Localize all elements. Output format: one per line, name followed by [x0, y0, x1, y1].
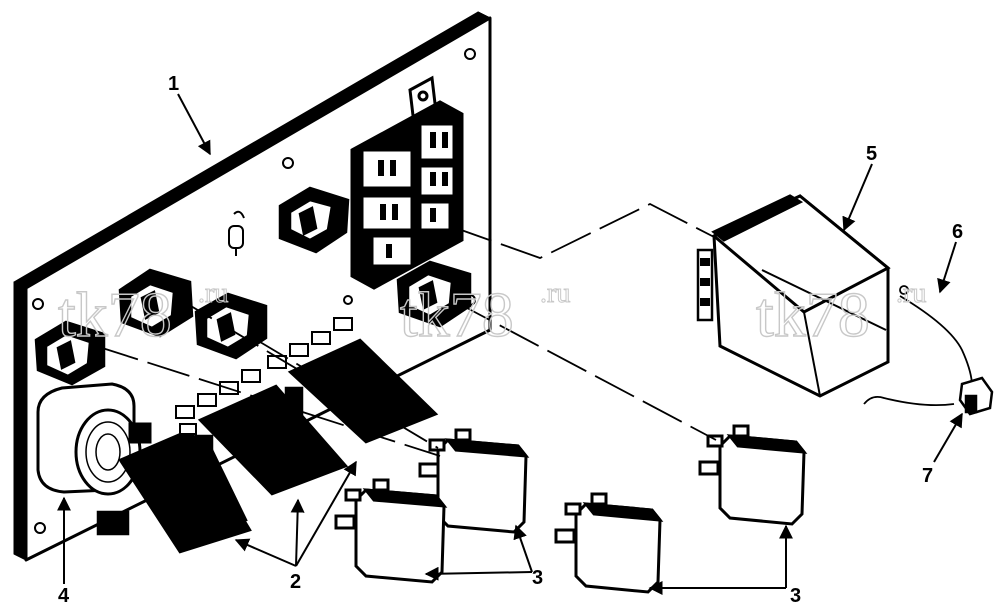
watermark-1-suffix: .ru: [198, 278, 228, 309]
callout-5: 5: [866, 143, 877, 165]
breaker-bracket-1: [96, 428, 252, 554]
watermark-2-main: tk78: [400, 279, 514, 350]
resistor: [228, 210, 245, 256]
callout-labels: 1 2 3 3 4 5 6 7: [58, 73, 963, 607]
plug-in-relay-3: [554, 492, 664, 594]
callout-3a: 3: [532, 567, 543, 589]
callout-leaders: [57, 93, 963, 595]
watermark-2-suffix: .ru: [540, 278, 570, 309]
watermarks: tk78 .ru tk78 .ru tk78 .ru: [57, 278, 927, 351]
wire-clip: [958, 376, 994, 416]
wire-harness: [863, 285, 973, 407]
plug-in-relay-1: [418, 428, 530, 534]
relay-socket-1: [278, 186, 350, 254]
callout-7: 7: [922, 465, 933, 487]
breaker-bracket-2: [175, 369, 349, 496]
plug-in-relay-2: [334, 478, 448, 584]
relay-socket-4: [34, 320, 106, 386]
buzzer: [36, 382, 152, 496]
callout-1: 1: [168, 73, 179, 95]
watermark-3-main: tk78: [756, 279, 870, 350]
callout-2: 2: [290, 571, 301, 593]
exploded-leader-lines: [95, 202, 717, 457]
callout-3b: 3: [790, 585, 801, 607]
relay-block: [350, 75, 464, 290]
timer-relay-module: [696, 194, 891, 398]
watermark-3-suffix: .ru: [896, 278, 926, 309]
plug-in-relay-4: [698, 424, 808, 526]
relay-socket-2: [118, 268, 194, 338]
callout-4: 4: [58, 585, 70, 607]
relay-socket-5: [396, 260, 472, 328]
watermark-1-main: tk78: [58, 279, 172, 350]
callout-6: 6: [952, 221, 963, 243]
